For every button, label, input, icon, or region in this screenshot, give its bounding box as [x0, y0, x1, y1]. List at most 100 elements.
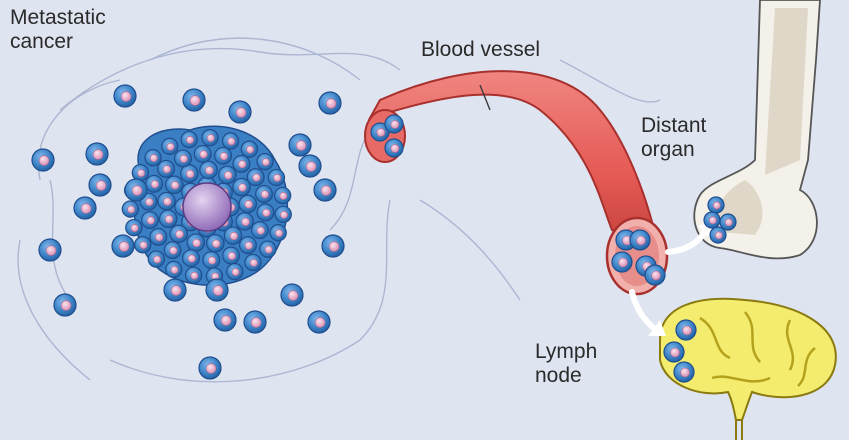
cell-nucleus: [231, 268, 240, 276]
cell-nucleus: [130, 224, 139, 233]
cell-nucleus: [320, 185, 332, 196]
tumor-core: [182, 182, 232, 232]
label-metastatic-cancer-line1: Metastatic: [10, 6, 106, 29]
cell-nucleus: [714, 231, 723, 240]
cell-nucleus: [229, 231, 239, 241]
cell-nucleus: [162, 165, 171, 174]
cell-nucleus: [164, 215, 174, 224]
cell-nucleus: [275, 229, 283, 238]
cell-nucleus: [256, 226, 265, 235]
cell-nucleus: [170, 285, 182, 296]
cell-nucleus: [170, 181, 180, 190]
cell-nucleus: [186, 136, 194, 144]
cell-nucleus: [185, 169, 195, 179]
cell-nucleus: [120, 91, 132, 102]
label-distant-organ-line1: Distant: [641, 114, 707, 137]
cell-nucleus: [264, 245, 273, 254]
cell-nucleus: [95, 180, 107, 191]
cell-nucleus: [227, 137, 236, 146]
cell-nucleus: [636, 235, 646, 246]
cell-nucleus: [708, 216, 717, 225]
cell-nucleus: [170, 265, 179, 274]
cell-nucleus: [60, 300, 72, 311]
cell-nucleus: [252, 173, 261, 182]
cell-nucleus: [328, 241, 340, 252]
cell-nucleus: [618, 257, 628, 268]
cell-nucleus: [376, 128, 386, 137]
label-metastatic-cancer-line2: cancer: [10, 30, 74, 53]
cell-nucleus: [682, 325, 692, 336]
cell-nucleus: [244, 200, 253, 209]
cell-nucleus: [179, 154, 188, 163]
cell-nucleus: [219, 152, 228, 161]
cell-nucleus: [280, 210, 288, 219]
cell-nucleus: [153, 255, 162, 264]
cell-nucleus: [246, 145, 255, 154]
cell-nucleus: [712, 201, 721, 210]
cell-nucleus: [118, 241, 130, 252]
cell-nucleus: [45, 245, 57, 256]
cell-nucleus: [224, 171, 233, 180]
cell-nucleus: [175, 230, 184, 239]
cell-nucleus: [261, 158, 270, 167]
cell-nucleus: [155, 233, 164, 242]
cell-nucleus: [287, 290, 299, 301]
cell-nucleus: [227, 251, 236, 261]
cell-nucleus: [325, 98, 337, 109]
cell-nucleus: [235, 107, 247, 118]
cell-nucleus: [92, 149, 104, 160]
cell-nucleus: [390, 144, 400, 153]
cell-nucleus: [680, 367, 690, 378]
primary-tumor: [121, 125, 292, 286]
cell-nucleus: [139, 241, 148, 250]
cell-nucleus: [273, 173, 282, 182]
cell-nucleus: [163, 197, 172, 206]
cell-nucleus: [187, 254, 196, 263]
cell-nucleus: [244, 241, 253, 250]
cell-nucleus: [189, 95, 201, 106]
cell-nucleus: [146, 216, 155, 225]
cell-nucleus: [127, 205, 136, 214]
traveling-cancer-cells: [370, 114, 737, 383]
cell-nucleus: [262, 208, 271, 217]
cell-nucleus: [206, 134, 215, 143]
lymph-node: [659, 297, 837, 440]
cell-nucleus: [169, 246, 178, 255]
cell-nucleus: [305, 161, 317, 172]
cell-nucleus: [279, 192, 288, 200]
cell-nucleus: [149, 154, 158, 163]
cell-nucleus: [192, 238, 201, 248]
label-blood-vessel: Blood vessel: [421, 38, 541, 61]
cell-nucleus: [249, 258, 258, 267]
cell-nucleus: [190, 271, 199, 280]
cell-nucleus: [205, 363, 217, 374]
cell-nucleus: [212, 285, 224, 296]
label-lymph-node: Lymph node: [535, 340, 597, 388]
cell-nucleus: [238, 160, 247, 169]
scattered-cancer-cells: [31, 84, 345, 380]
cell-nucleus: [208, 256, 217, 265]
cell-nucleus: [166, 142, 175, 151]
cell-nucleus: [137, 169, 146, 178]
cell-nucleus: [131, 185, 143, 196]
cell-nucleus: [205, 166, 214, 175]
label-distant-organ-line2: organ: [641, 138, 695, 161]
blood-vessel-leader: [479, 84, 491, 111]
cell-nucleus: [651, 270, 661, 281]
cell-nucleus: [670, 347, 680, 358]
label-lymph-node-line1: Lymph: [535, 340, 598, 363]
cell-nucleus: [390, 120, 400, 129]
cell-nucleus: [80, 203, 92, 214]
cell-nucleus: [145, 197, 154, 207]
cell-nucleus: [295, 140, 307, 151]
cell-nucleus: [38, 155, 50, 166]
cell-nucleus: [250, 317, 262, 328]
cell-nucleus: [260, 190, 269, 199]
cell-nucleus: [150, 180, 159, 189]
cell-nucleus: [199, 150, 208, 159]
label-metastatic-cancer: Metastatic cancer: [10, 6, 106, 54]
cell-nucleus: [211, 239, 221, 248]
curved-arrow-to-lymph: [629, 289, 666, 336]
